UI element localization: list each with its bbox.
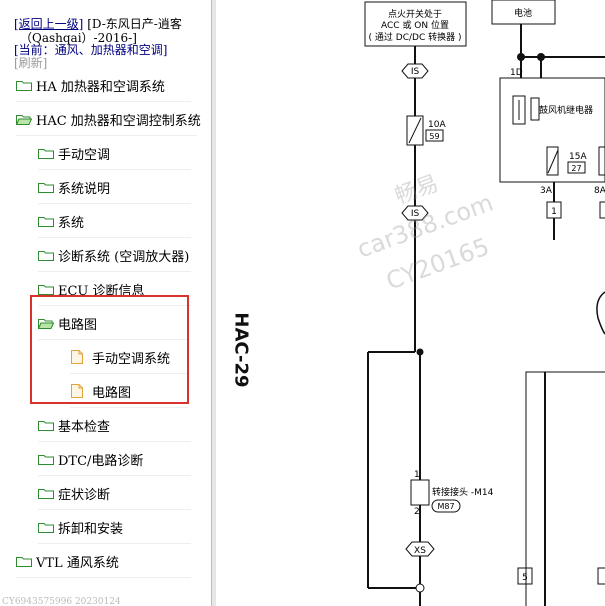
tree-item-hac[interactable]: HAC 加热器和空调控制系统 <box>16 103 201 136</box>
tree-item-manual-ac-system[interactable]: 手动空调系统 <box>70 341 188 374</box>
folder-icon <box>38 182 54 193</box>
panel-splitter[interactable] <box>211 0 216 606</box>
model-name: [D-东风日产-逍客 <box>87 17 182 31</box>
tree-item-manual-ac[interactable]: 手动空调 <box>38 137 191 170</box>
battery-label: 电池 <box>514 7 532 19</box>
relay-box <box>499 77 605 183</box>
current-suffix: ] <box>162 43 168 57</box>
tree-item-label: HA 加热器和空调系统 <box>36 79 165 95</box>
wiring-diagram: 点火开关处于 ACC 或 ON 位置 ( 通过 DC/DC 转换器 ) 电池 I… <box>364 0 605 606</box>
fuse-10a <box>406 115 424 146</box>
tree-item-diagnosis-system[interactable]: 诊断系统 (空调放大器) <box>38 239 191 272</box>
tree-item-ecu-diagnosis[interactable]: ECU 诊断信息 <box>38 273 191 306</box>
tree-item-label: HAC 加热器和空调控制系统 <box>36 113 201 129</box>
joint-pin-top: 1 <box>414 470 420 480</box>
relay-pin-label: 1D <box>510 68 523 78</box>
tree-item-removal-installation[interactable]: 拆卸和安装 <box>38 511 191 544</box>
wiring-diagram-panel: HAC-29 <box>216 0 605 606</box>
tree-item-label: 诊断系统 (空调放大器) <box>58 249 190 265</box>
relay-label: 鼓风机继电器 <box>539 104 593 116</box>
folder-open-icon <box>38 318 54 329</box>
folder-icon <box>16 80 32 91</box>
connector-xs <box>405 541 435 557</box>
tree-item-label: 电路图 <box>58 317 98 333</box>
connector-is-bottom <box>401 205 429 221</box>
back-link[interactable]: [返回上一级] <box>14 17 84 31</box>
ignition-line-3: ( 通过 DC/DC 转换器 ) <box>369 31 462 43</box>
folder-icon <box>38 250 54 261</box>
folder-icon <box>38 284 54 295</box>
connector-is-top <box>401 63 429 79</box>
folder-icon <box>38 216 54 227</box>
joint-connector-label: M87 <box>437 502 454 511</box>
fuse-10a-number: 59 <box>429 132 439 141</box>
connector-xs-label: XS <box>414 546 426 556</box>
fuse-10a-rating: 10A <box>428 120 446 130</box>
folder-icon <box>38 420 54 431</box>
pin-5: 5 <box>522 573 528 583</box>
tree-item-label: 手动空调 <box>58 147 111 163</box>
tree-item-label: 拆卸和安装 <box>58 521 124 537</box>
tree-item-system[interactable]: 系统 <box>38 205 191 238</box>
tree-item-label: 手动空调系统 <box>92 351 171 367</box>
folder-open-icon <box>16 114 32 125</box>
tree-item-label: 电路图 <box>92 385 132 401</box>
tree-item-label: DTC/电路诊断 <box>58 453 144 469</box>
ignition-line-1: 点火开关处于 <box>388 8 442 20</box>
tree-item-label: ECU 诊断信息 <box>58 283 145 299</box>
battery-box <box>491 0 556 25</box>
tree-item-label: 基本检查 <box>58 419 111 435</box>
folder-icon <box>38 522 54 533</box>
breadcrumb-line-1: [返回上一级] [D-东风日产-逍客 <box>14 17 182 31</box>
folder-icon <box>38 148 54 159</box>
folder-icon <box>38 454 54 465</box>
fuse-15a-rating: 15A <box>569 152 587 162</box>
pin-3a: 3A <box>540 186 553 196</box>
tree-item-label: 系统说明 <box>58 181 111 197</box>
tree-item-wiring-diagram[interactable]: 电路图 <box>38 307 188 340</box>
tree-item-wiring-diagram-page[interactable]: 电路图 <box>70 375 188 408</box>
refresh-link[interactable]: [刷新] <box>14 56 48 70</box>
ignition-line-2: ACC 或 ON 位置 <box>381 19 449 31</box>
folder-icon <box>16 556 32 567</box>
tree-item-label: 症状诊断 <box>58 487 111 503</box>
tree-item-dtc-diagnosis[interactable]: DTC/电路诊断 <box>38 443 191 476</box>
page-icon <box>70 349 86 364</box>
footer-code: CY6943575996 20230124 <box>2 597 121 606</box>
connector-is-top-label: IS <box>411 67 420 77</box>
joint-label: 转接接头 -M14 <box>432 486 494 498</box>
tree-item-basic-inspection[interactable]: 基本检查 <box>38 409 191 442</box>
joint-pin-bottom: 2 <box>414 507 420 517</box>
tree-item-ha[interactable]: HA 加热器和空调系统 <box>16 69 191 102</box>
current-path: 通风、加热器和空调 <box>54 43 163 57</box>
tree-item-label: 系统 <box>58 215 85 231</box>
breadcrumb-line-2: （Qashqai）-2016-] <box>20 31 137 45</box>
tree-item-vtl[interactable]: VTL 通风系统 <box>16 545 191 578</box>
pin-8a: 8A <box>594 186 605 196</box>
tree-item-symptom-diagnosis[interactable]: 症状诊断 <box>38 477 191 510</box>
tree-item-label: VTL 通风系统 <box>36 555 119 571</box>
joint-connector <box>410 479 430 506</box>
current-prefix: [当前： <box>14 43 55 57</box>
navigation-sidebar: [返回上一级] [D-东风日产-逍客 （Qashqai）-2016-] [当前：… <box>0 0 211 606</box>
tree-item-system-description[interactable]: 系统说明 <box>38 171 191 204</box>
connector-is-bottom-label: IS <box>411 209 420 219</box>
current-location: [当前：通风、加热器和空调] <box>14 43 167 57</box>
highlight-box <box>30 295 189 404</box>
folder-icon <box>38 488 54 499</box>
fuse-15a-number: 27 <box>571 164 581 173</box>
page-icon <box>70 383 86 398</box>
pin-1: 1 <box>551 207 557 217</box>
model-year: （Qashqai）-2016-] <box>20 31 137 45</box>
